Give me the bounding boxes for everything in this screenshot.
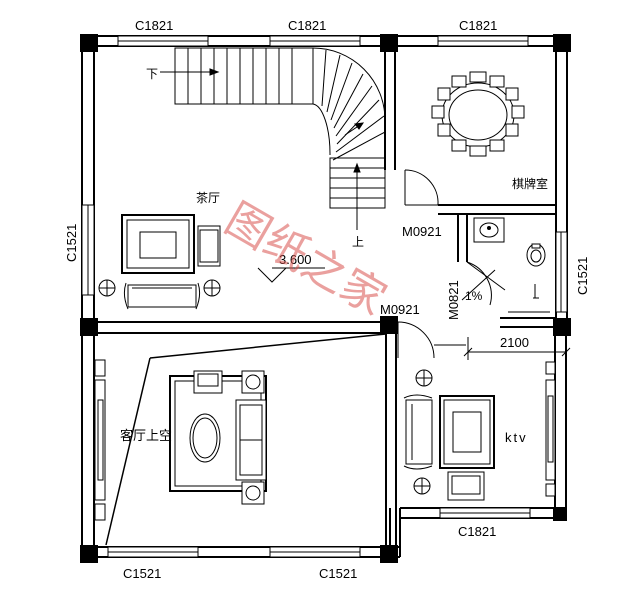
watermark: 图纸之家: [217, 193, 395, 325]
elevation-marker: [257, 267, 325, 283]
elevation-label: 3.600: [279, 252, 312, 267]
window-label-bottom-right: C1821: [458, 524, 496, 539]
living-void-furniture: [94, 333, 387, 546]
window-label-left: C1521: [64, 224, 79, 262]
doors: [397, 169, 506, 359]
ktv-furniture: [403, 361, 556, 501]
window-label-top-mid: C1821: [288, 18, 326, 33]
dimension-line: [463, 337, 571, 360]
staircase: [160, 47, 386, 230]
door-label-chess-room: M0921: [402, 224, 442, 239]
bathroom-fixtures: [473, 217, 550, 313]
slope-arrow: [461, 269, 496, 301]
window-label-bottom-left: C1521: [123, 566, 161, 581]
window-label-top-left: C1821: [135, 18, 173, 33]
room-ktv: ktv: [505, 430, 528, 445]
room-tea-hall: 茶厅: [196, 190, 220, 205]
window-label-right: C1521: [575, 257, 590, 295]
stair-down-label: 下: [146, 67, 158, 81]
tea-hall-furniture: [98, 214, 221, 310]
room-living-void: 客厅上空: [120, 428, 172, 443]
window-label-bottom-mid: C1521: [319, 566, 357, 581]
columns: [80, 34, 571, 563]
windows: [81, 35, 568, 558]
room-chess-room: 棋牌室: [512, 176, 548, 191]
slope-label: 1%: [465, 289, 483, 303]
mahjong-table: [431, 71, 525, 157]
dimension-label: 2100: [500, 335, 529, 350]
stair-up-label: 上: [352, 235, 364, 249]
door-label-living-void: M0921: [380, 302, 420, 317]
door-label-bathroom: M0821: [446, 280, 461, 320]
interior-walls: [94, 46, 556, 547]
window-label-top-right: C1821: [459, 18, 497, 33]
